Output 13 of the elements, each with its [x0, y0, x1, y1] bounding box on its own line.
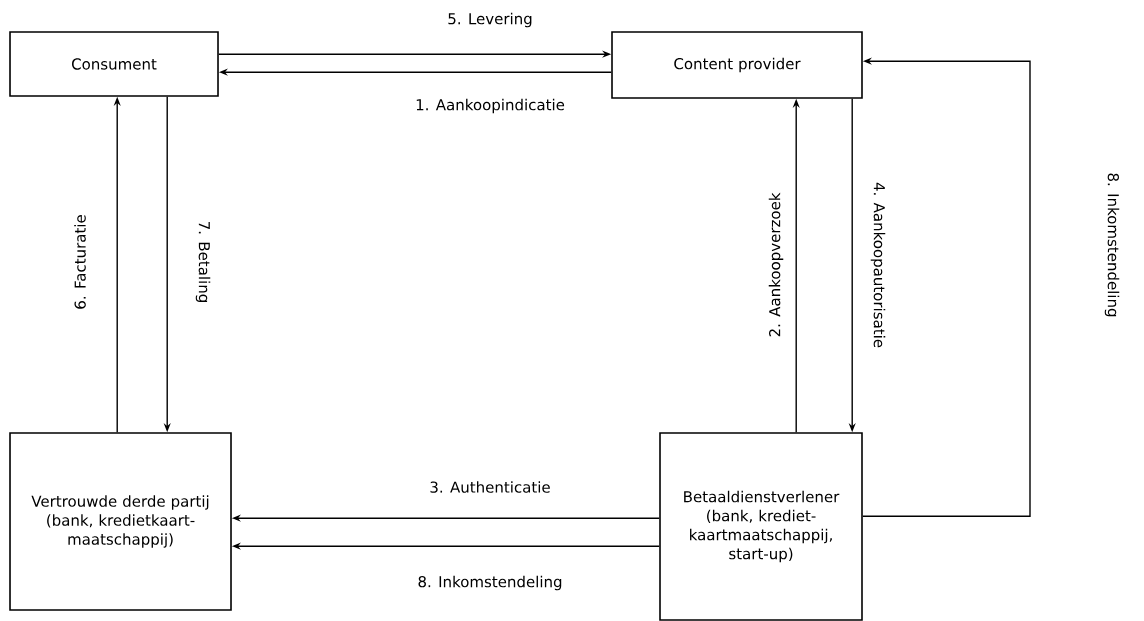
process-box: Content provider	[611, 31, 863, 99]
process-box: Vertrouwde derde partij (bank, kredietkaart-maatschappij)	[9, 432, 232, 611]
edge-label: 6. Facturatie	[72, 212, 88, 312]
edge-label: 3. Authenticatie	[427, 479, 553, 495]
edge-label: 8. Inkomstendeling	[1102, 170, 1122, 320]
edge-label: 2. Aankoopverzoek	[766, 190, 786, 340]
edge-label: 8. Inkomstendeling	[415, 573, 565, 593]
process-box: Consument	[9, 31, 219, 97]
process-box: Betaaldienstverlener (bank, krediet-kaartmaatschappij, start-up)	[659, 432, 863, 621]
edge-label: 4. Aankoopautorisatie	[868, 180, 888, 350]
edge-label: 7. Betaling	[193, 218, 213, 306]
edge-label: 5. Levering	[445, 10, 535, 30]
edge-label: 1. Aankoopindicatie	[413, 96, 567, 116]
